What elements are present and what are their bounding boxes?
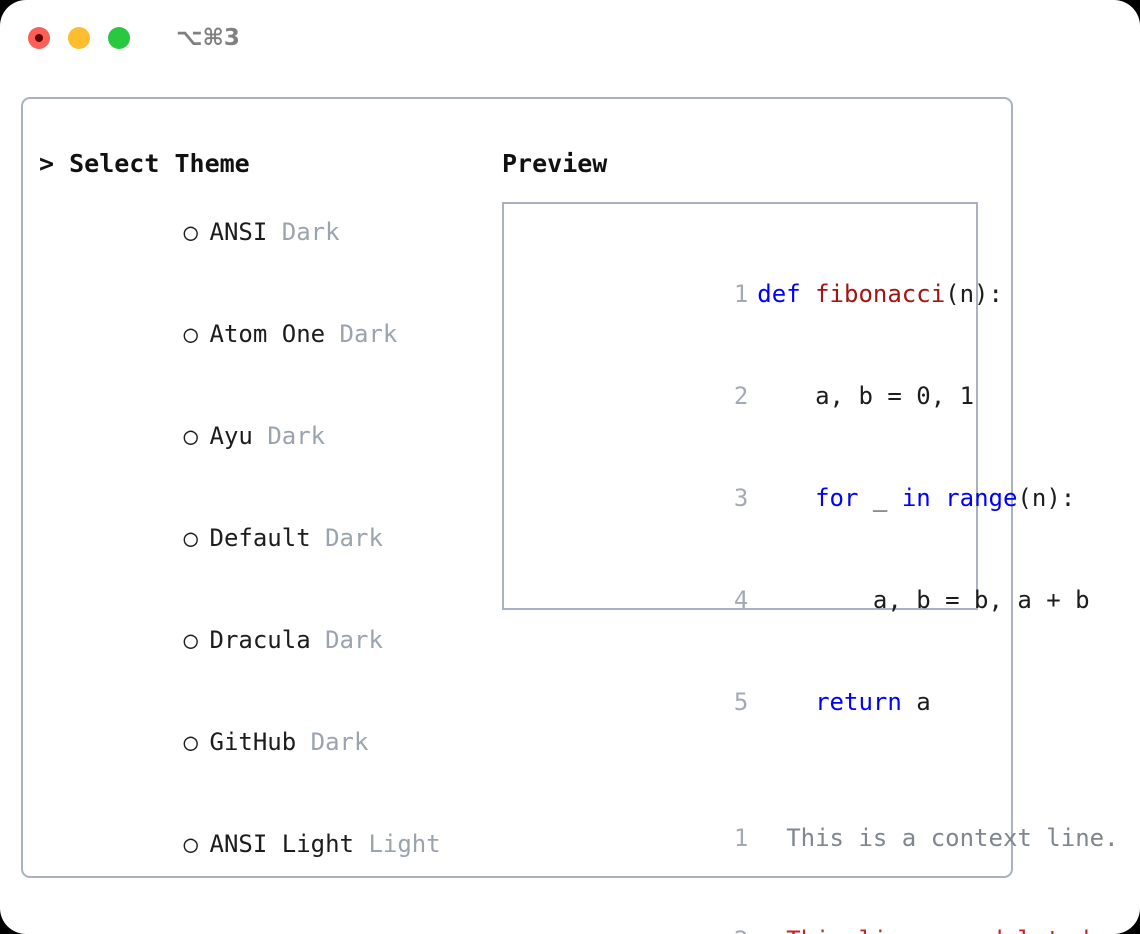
- code-line: 3 for _ in range(n):: [520, 447, 1075, 549]
- code-token-plain: a: [901, 688, 931, 716]
- diff-text: This is a context line.: [786, 824, 1119, 852]
- diff-line-context: 1 This is a context line.: [520, 787, 1119, 889]
- main-panel: > Select Theme ○ ANSI Dark ○ Atom One Dark…: [21, 97, 1119, 934]
- keyboard-shortcut-label: ⌥⌘3: [176, 25, 240, 51]
- theme-name-label: GitHub: [209, 728, 297, 756]
- code-token-keyword: def: [757, 280, 816, 308]
- theme-name-label: Atom One: [209, 320, 326, 348]
- theme-category-label: Dark: [339, 320, 398, 348]
- code-token-plain: (n):: [945, 280, 1003, 308]
- theme-name-label: Default: [209, 524, 311, 552]
- code-token-plain: [757, 484, 815, 512]
- code-line: 4 a, b = b, a + b: [520, 549, 1090, 651]
- radio-unselected-icon[interactable]: ○: [183, 218, 198, 246]
- code-token-function: fibonacci: [815, 280, 946, 308]
- radio-unselected-icon[interactable]: ○: [183, 830, 198, 858]
- radio-unselected-icon[interactable]: ○: [184, 929, 210, 934]
- code-line: 5 return a: [520, 651, 968, 753]
- code-token-plain: a, b = 0, 1: [757, 382, 975, 410]
- theme-category-label: Dark: [267, 422, 326, 450]
- theme-selector-column: > Select Theme ○ ANSI Dark ○ Atom One Dark…: [39, 147, 509, 934]
- theme-list-item[interactable]: ○ ANSI Dark: [39, 181, 509, 283]
- code-token-plain: (n):: [1017, 484, 1076, 512]
- theme-category-label: Light: [354, 932, 426, 934]
- theme-list-item[interactable]: ○ Atom One Dark: [39, 283, 509, 385]
- radio-unselected-icon[interactable]: ○: [183, 626, 198, 654]
- theme-list-item[interactable]: ○ Dracula Dark: [39, 589, 509, 691]
- code-line: 1 def fibonacci(n):: [520, 243, 1003, 345]
- theme-name-label: ANSI: [209, 218, 268, 246]
- theme-category-label: Dark: [281, 218, 340, 246]
- radio-unselected-icon[interactable]: ○: [183, 320, 198, 348]
- theme-name-label: Ayu Light: [210, 932, 340, 934]
- code-line-number: 1: [733, 280, 749, 308]
- title-bar: ⌥⌘3: [0, 0, 1140, 76]
- theme-list-item[interactable]: ○ Ayu Dark: [39, 385, 509, 487]
- code-token-plain: a, b = b, a + b: [757, 586, 1090, 614]
- minimize-window-button[interactable]: [68, 27, 90, 49]
- code-line-number: 4: [733, 586, 749, 614]
- theme-name-label: Dracula: [209, 626, 311, 654]
- theme-selector-header: > Select Theme: [39, 149, 250, 178]
- radio-unselected-icon[interactable]: ○: [183, 524, 198, 552]
- theme-category-label: Dark: [325, 524, 383, 552]
- code-token-plain: [757, 688, 815, 716]
- theme-category-label: Dark: [310, 728, 369, 756]
- code-line-number: 3: [733, 484, 749, 512]
- code-token-builtin: range: [945, 484, 1018, 512]
- theme-list-item[interactable]: ○Ayu Light Light: [39, 895, 509, 934]
- diff-text: This line was deleted.: [786, 926, 1104, 934]
- radio-unselected-icon[interactable]: ○: [183, 728, 198, 756]
- code-line: 2 a, b = 0, 1: [520, 345, 974, 447]
- zoom-window-button[interactable]: [108, 27, 130, 49]
- diff-line-number: 1: [733, 824, 749, 852]
- theme-name-label: Ayu: [209, 422, 253, 450]
- code-token-keyword: for: [815, 484, 859, 512]
- diff-line-number: 2: [722, 923, 748, 934]
- panel-columns: > Select Theme ○ ANSI Dark ○ Atom One Dark…: [23, 99, 1119, 934]
- code-token-keyword: in: [901, 484, 931, 512]
- preview-title: Preview: [502, 149, 608, 178]
- code-line-number: 5: [733, 688, 749, 716]
- theme-list-item[interactable]: ○ Default Dark: [39, 487, 509, 589]
- close-indicator-dot: [35, 34, 43, 42]
- code-diff-spacer: [520, 753, 968, 787]
- diff-sign: [757, 824, 786, 852]
- code-token-plain: _: [858, 484, 902, 512]
- code-line-number: 2: [733, 382, 749, 410]
- traffic-light-group: [28, 27, 130, 49]
- theme-category-label: Dark: [325, 626, 383, 654]
- diff-sign: -: [757, 926, 786, 934]
- diff-line-deleted: 2 - This line was deleted.: [520, 889, 1104, 934]
- theme-list-item[interactable]: ○ ANSI Light Light: [39, 793, 509, 895]
- theme-name-label: ANSI Light: [209, 830, 355, 858]
- theme-category-label: Light: [368, 830, 441, 858]
- radio-unselected-icon[interactable]: ○: [183, 422, 198, 450]
- code-token-plain: [931, 484, 945, 512]
- close-window-button[interactable]: [28, 27, 50, 49]
- theme-list-item[interactable]: ○ GitHub Dark: [39, 691, 509, 793]
- code-token-keyword: return: [815, 688, 902, 716]
